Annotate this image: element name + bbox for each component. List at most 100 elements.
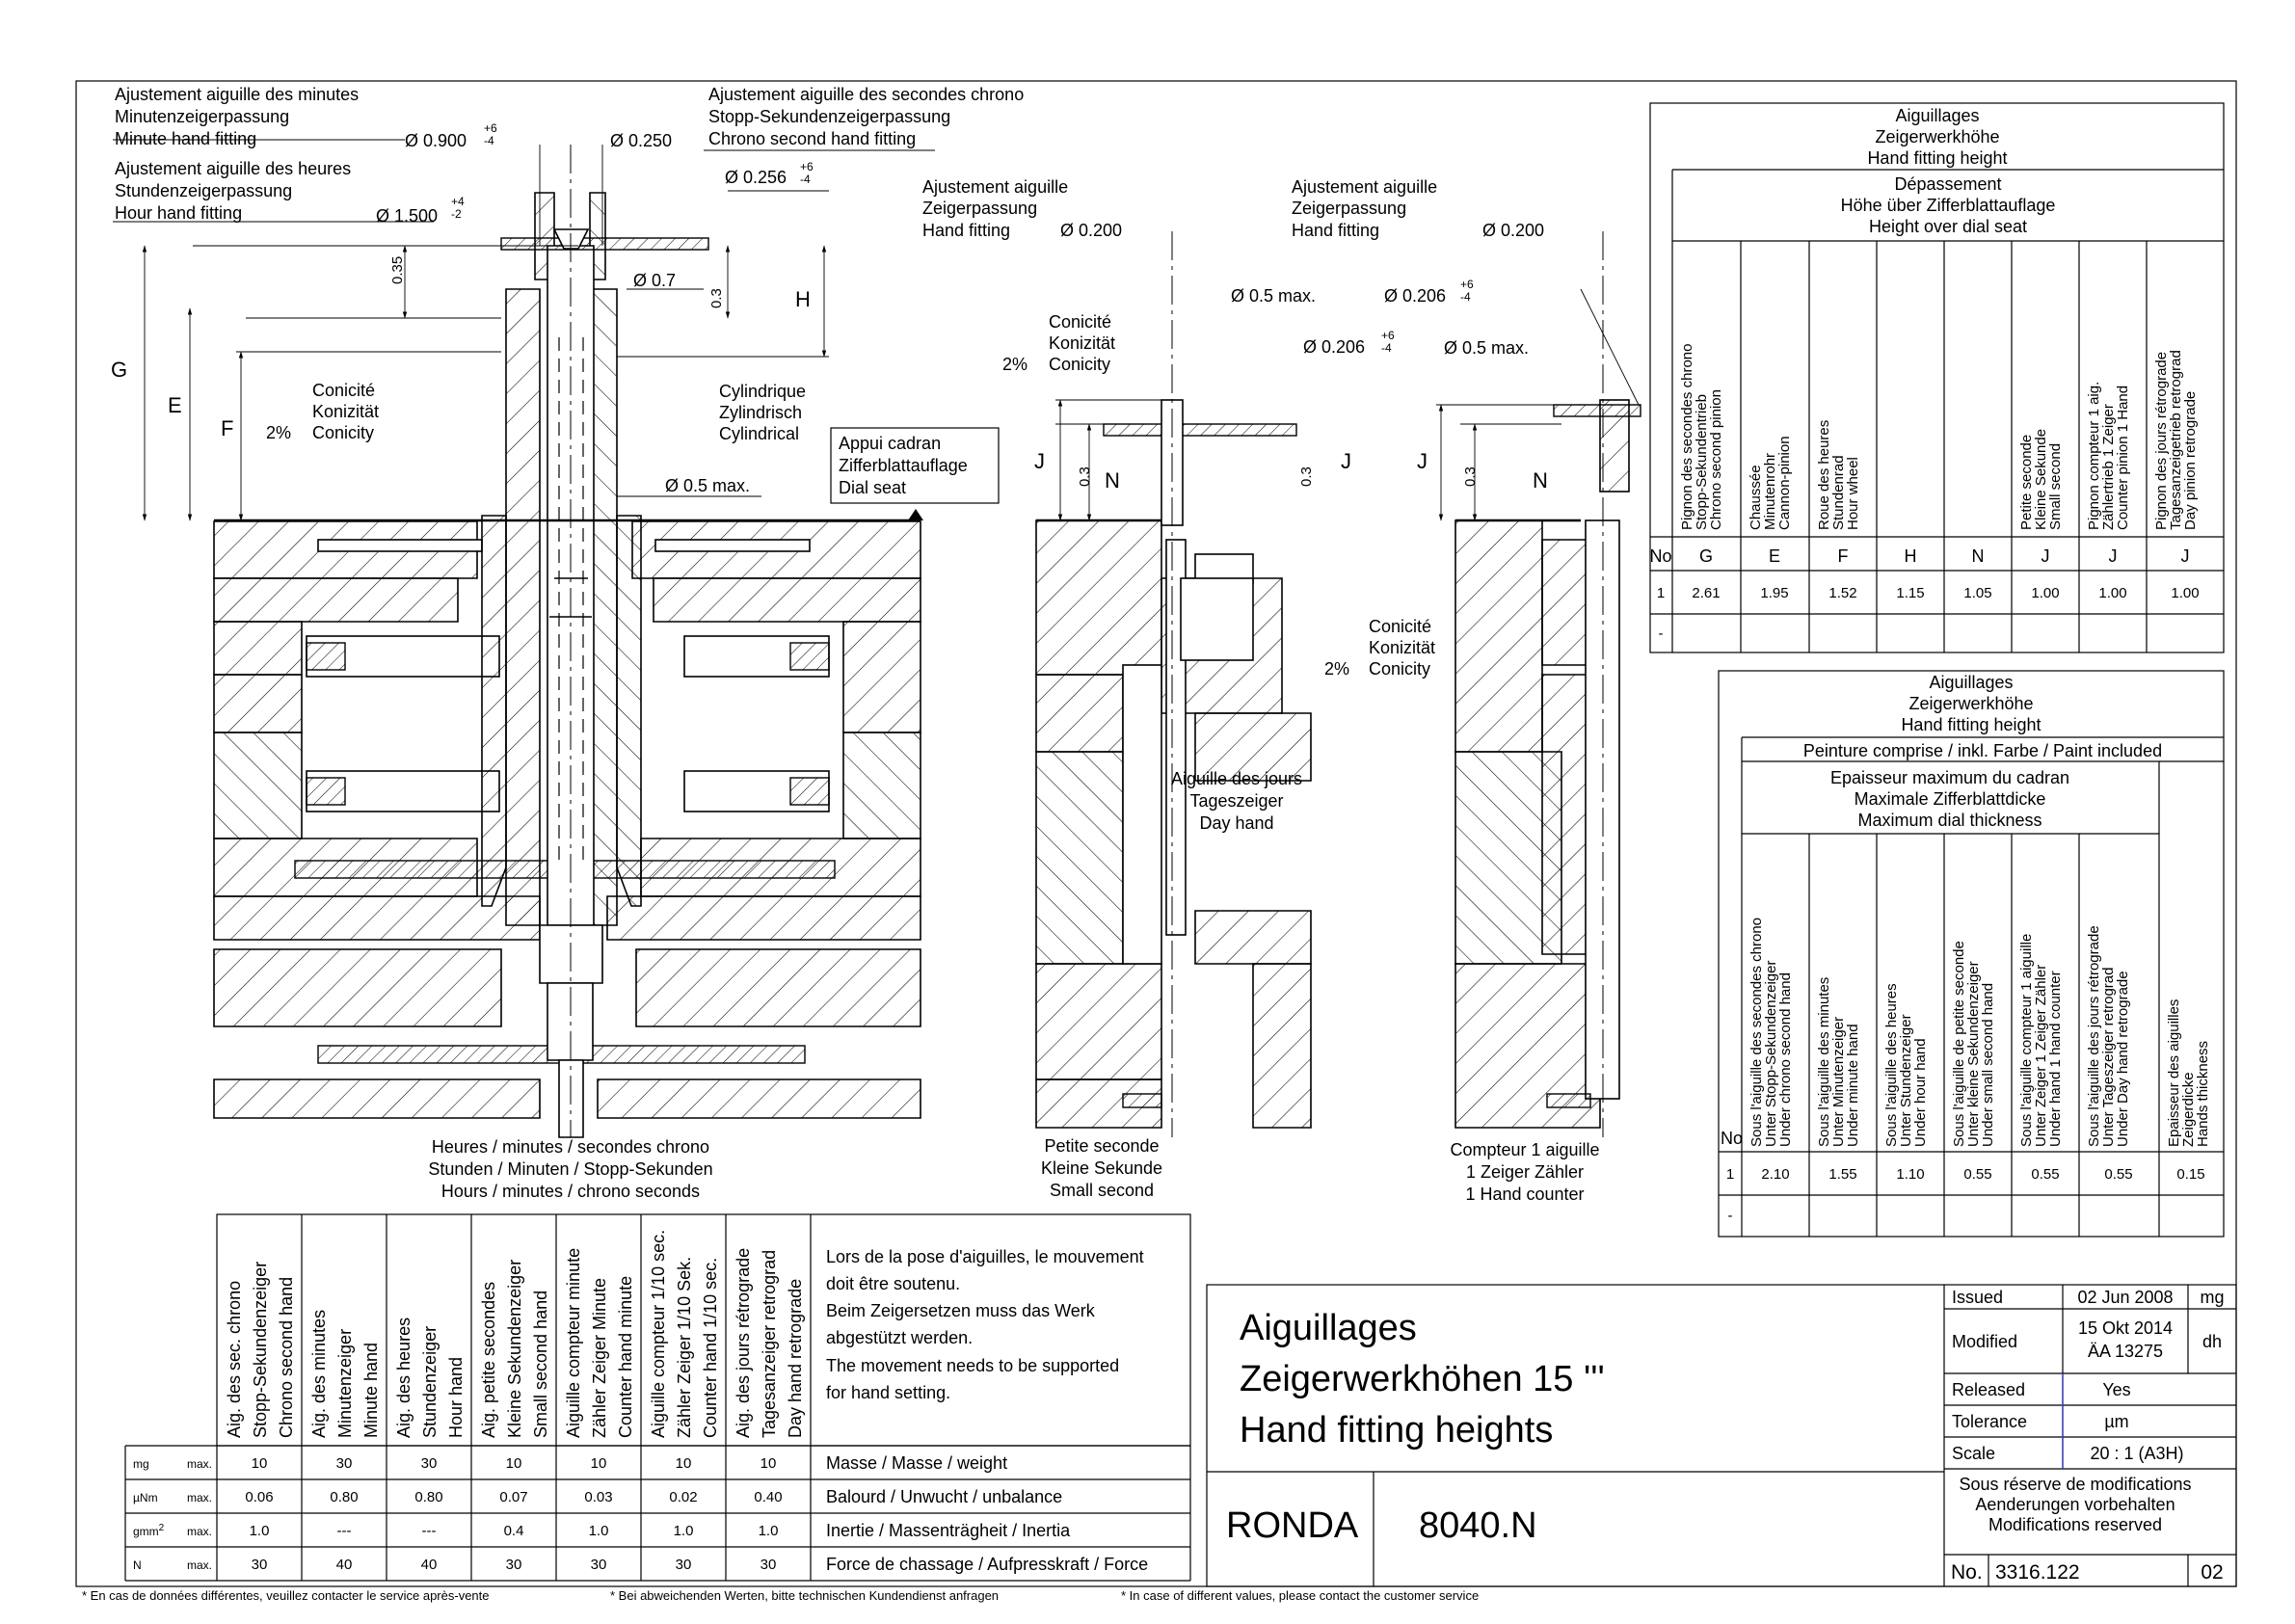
dial-table-paint: Peinture comprise / inkl. Farbe / Paint … (1803, 741, 2162, 760)
height-letter-6: J (2041, 546, 2050, 566)
small-view-label-en: Small second (1050, 1181, 1154, 1200)
prop-value-3-2: 40 (421, 1557, 438, 1573)
chrono-fit-fr: Ajustement aiguille des secondes chrono (708, 85, 1024, 104)
sheet-no: 02 (2201, 1561, 2223, 1584)
height-value-1: 2.61 (1692, 585, 1720, 601)
scale-value: 20 : 1 (A3H) (2090, 1444, 2183, 1463)
conicity-1-fr: Conicité (312, 381, 375, 400)
dial-col-6-line-1: Zeigerdicke (2180, 1072, 2197, 1147)
dial-col-5-line-2: Under Day hand retrograde (2115, 971, 2131, 1147)
dial-table-sub-fr: Epaisseur maximum du cadran (1830, 768, 2069, 787)
dim-03-day: 0.3 (1298, 466, 1315, 487)
letter-J-small: J (1034, 449, 1045, 473)
conicity-1-en: Conicity (312, 423, 374, 442)
main-view-label-de: Stunden / Minuten / Stopp-Sekunden (428, 1159, 712, 1179)
letter-E: E (168, 393, 182, 417)
reserve-fr: Sous réserve de modifications (1959, 1475, 2191, 1494)
dial-col-0-line-1: Unter Stopp-Sekundenzeiger (1763, 961, 1779, 1147)
dial-table-title-de: Zeigerwerkhöhe (1908, 694, 2033, 713)
minute-fit-de: Minutenzeigerpassung (115, 107, 289, 126)
tolerance-label: Tolerance (1952, 1412, 2027, 1431)
height-letter-1: G (1699, 546, 1713, 566)
prop-value-2-4: 1.0 (589, 1523, 609, 1539)
prop-col-1-line-1: Minutenzeiger (335, 1329, 355, 1438)
letter-H: H (795, 287, 811, 311)
prop-desc-0: Masse / Masse / weight (826, 1453, 1007, 1473)
dial-table (1718, 670, 2225, 1238)
height-col-7-line-0: Pignon des jours rétrograde (2153, 352, 2170, 530)
main-section-view (113, 139, 935, 1138)
prop-col-0-line-1: Stopp-Sekundenzeiger (251, 1262, 270, 1438)
height-letter-8: J (2181, 546, 2190, 566)
support-note-2: doit être soutenu. (826, 1274, 960, 1293)
diameter-05-main: Ø 0.5 max. (665, 476, 750, 495)
minute-tol-up: +6 (484, 121, 497, 135)
prop-value-0-2: 30 (421, 1455, 438, 1472)
height-value-4: 1.15 (1896, 585, 1924, 601)
diameter-0206-b: Ø 0.206 (1384, 286, 1446, 306)
prop-col-5-line-0: Aiguille compteur 1/10 sec. (649, 1230, 668, 1438)
height-col-2-line-2: Hour wheel (1845, 457, 1861, 530)
arbor-diameter: Ø 0.250 (610, 131, 672, 150)
doc-no: 3316.122 (1995, 1561, 2080, 1584)
dial-col-5-line-0: Sous l'aiguille des jours rétrograde (2086, 925, 2102, 1147)
hand-fit-1-en: Hand fitting (922, 221, 1010, 240)
height-value-8: 1.00 (2171, 585, 2199, 601)
height-col-1-line-0: Chaussée (1748, 465, 1764, 530)
dial-col-4-line-2: Under hand 1 hand counter (2047, 971, 2064, 1147)
brand: RONDA (1226, 1505, 1359, 1546)
diameter-0206-a: Ø 0.206 (1303, 337, 1365, 357)
counter-view-label-fr: Compteur 1 aiguille (1450, 1140, 1599, 1159)
conicity-2-pct: 2% (1002, 355, 1027, 374)
diameter-0206-a-dn: -4 (1381, 341, 1392, 355)
prop-unit-2: gmm2 (133, 1523, 165, 1538)
conicity-3-de: Konizität (1369, 638, 1435, 657)
height-letter-5: N (1972, 546, 1985, 566)
minute-diameter: Ø 0.900 (405, 131, 467, 150)
prop-col-3-line-0: Aig. petite secondes (479, 1282, 498, 1438)
hour-tol-dn: -2 (451, 207, 462, 221)
height-row2-0: - (1659, 626, 1664, 642)
height-letter-2: E (1769, 546, 1780, 566)
scale-label: Scale (1952, 1444, 1995, 1463)
dial-table-no: No (1721, 1129, 1743, 1148)
footnote-fr: * En cas de données différentes, veuille… (82, 1588, 490, 1603)
prop-value-1-5: 0.02 (669, 1489, 697, 1505)
prop-value-1-4: 0.03 (584, 1489, 612, 1505)
prop-unit-1: µNm (133, 1491, 158, 1504)
minute-tol-dn: -4 (484, 134, 494, 147)
prop-col-6-line-1: Tagesanzeiger retrograd (760, 1250, 779, 1438)
dial-col-4-line-1: Unter Zeiger 1 Zeiger Zähler (2033, 965, 2049, 1147)
chrono-diameter: Ø 0.256 (725, 168, 787, 187)
modified-date: 15 Okt 2014 (2078, 1318, 2173, 1338)
height-value-3: 1.52 (1828, 585, 1856, 601)
prop-limit-2: max. (187, 1525, 212, 1538)
diameter-0206-b-dn: -4 (1460, 290, 1471, 304)
dial-value-0: 1 (1726, 1166, 1734, 1183)
prop-col-1-line-0: Aig. des minutes (309, 1310, 329, 1438)
hour-tol-up: +4 (451, 195, 465, 208)
title-block (1206, 1284, 2237, 1587)
hour-fit-en: Hour hand fitting (115, 203, 242, 223)
dim-03-small: 0.3 (1077, 466, 1093, 487)
dial-col-0-line-0: Sous l'aiguille des secondes chrono (1748, 918, 1765, 1147)
prop-col-6-line-2: Day hand retrograde (786, 1279, 805, 1438)
prop-unit-3: N (133, 1558, 142, 1572)
dial-table-sub-de: Maximale Zifferblattdicke (1855, 789, 2046, 809)
prop-value-3-4: 30 (591, 1557, 607, 1573)
dial-seat-fr: Appui cadran (839, 434, 941, 453)
issued-label: Issued (1952, 1288, 2003, 1307)
prop-value-3-0: 30 (252, 1557, 268, 1573)
chrono-fit-en: Chrono second hand fitting (708, 129, 916, 148)
prop-value-3-1: 40 (336, 1557, 353, 1573)
released-label: Released (1952, 1380, 2025, 1399)
letter-F: F (221, 416, 233, 440)
prop-value-1-1: 0.80 (330, 1489, 358, 1505)
prop-value-3-3: 30 (506, 1557, 522, 1573)
hand-fit-2-fr: Ajustement aiguille (1292, 177, 1437, 197)
height-col-6-line-2: Counter pinion 1 Hand (2115, 386, 2131, 530)
hand-fit-2-dia: Ø 0.200 (1482, 221, 1544, 240)
prop-unit-0: mg (133, 1457, 149, 1471)
